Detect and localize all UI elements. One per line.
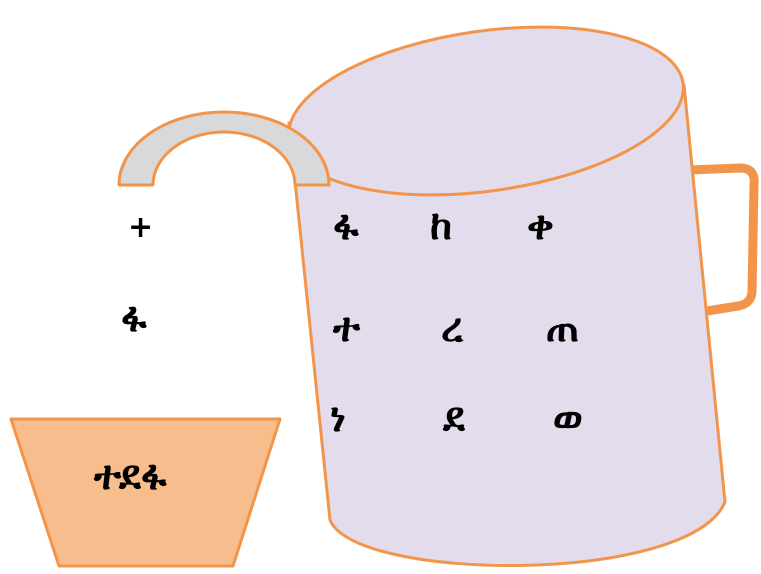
side-syllable: ፋ [121,298,146,338]
plus-sign: + [128,213,153,243]
mug-letter: ፋ [333,206,358,246]
basket-word: ተደፋ [94,456,166,496]
mug-letter: ደ [443,398,465,438]
mug-letter: ከ [430,206,452,246]
mug-letter: ረ [441,308,463,348]
mug-letter: ጠ [546,308,579,348]
mug-letter: ተ [333,308,360,348]
mug-letter: ወ [553,398,583,438]
mug-letter: ነ [330,398,346,438]
mug-letter: ቀ [527,206,554,246]
